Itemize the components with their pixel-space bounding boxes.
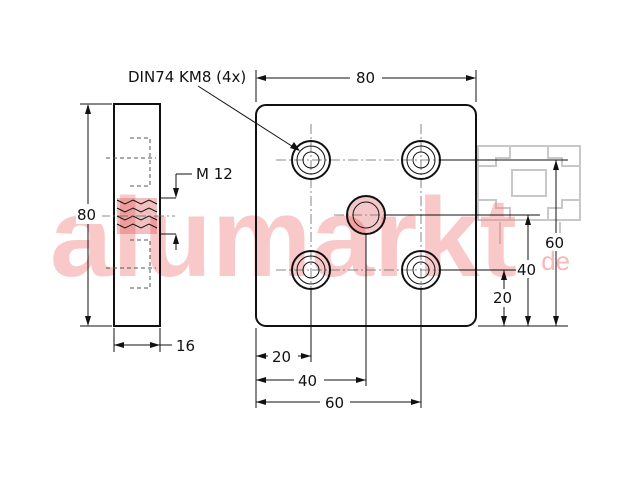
din-label: DIN74 KM8 (4x): [128, 68, 246, 86]
right-dimensions: 20 40 60: [385, 159, 570, 327]
top-width-dimension: 80: [255, 69, 477, 102]
mounting-hole-bottom-left: [291, 250, 331, 290]
din-callout: DIN74 KM8 (4x): [128, 68, 300, 151]
dim-60-right-label: 60: [545, 234, 564, 252]
thread-section: [100, 198, 175, 234]
dim-20-left-label: 20: [272, 348, 291, 366]
thread-callout: M 12: [160, 165, 233, 250]
watermark-text: alumarkt: [50, 175, 517, 300]
threaded-hole-center: [346, 195, 386, 235]
side-thickness-label: 16: [176, 337, 195, 355]
side-height-label: 80: [77, 206, 96, 224]
top-width-label: 80: [356, 69, 375, 87]
side-view: 80 M 12 16: [76, 103, 233, 355]
dim-40-left-label: 40: [298, 372, 317, 390]
side-thickness-dimension: 16: [113, 328, 195, 355]
side-plate-outline: [113, 103, 161, 327]
mounting-hole-top-left: [291, 140, 331, 180]
dim-20-right-label: 20: [493, 289, 512, 307]
dim-40-right-label: 40: [517, 261, 536, 279]
bottom-dimensions: 20 40 60: [255, 234, 422, 412]
dim-60-bottom-label: 60: [325, 394, 344, 412]
hidden-lines: [106, 137, 156, 289]
side-height-dimension: 80: [76, 103, 112, 327]
thread-label: M 12: [196, 165, 233, 183]
front-view: 80 DIN74 KM8 (4x) 20 40: [128, 68, 570, 412]
